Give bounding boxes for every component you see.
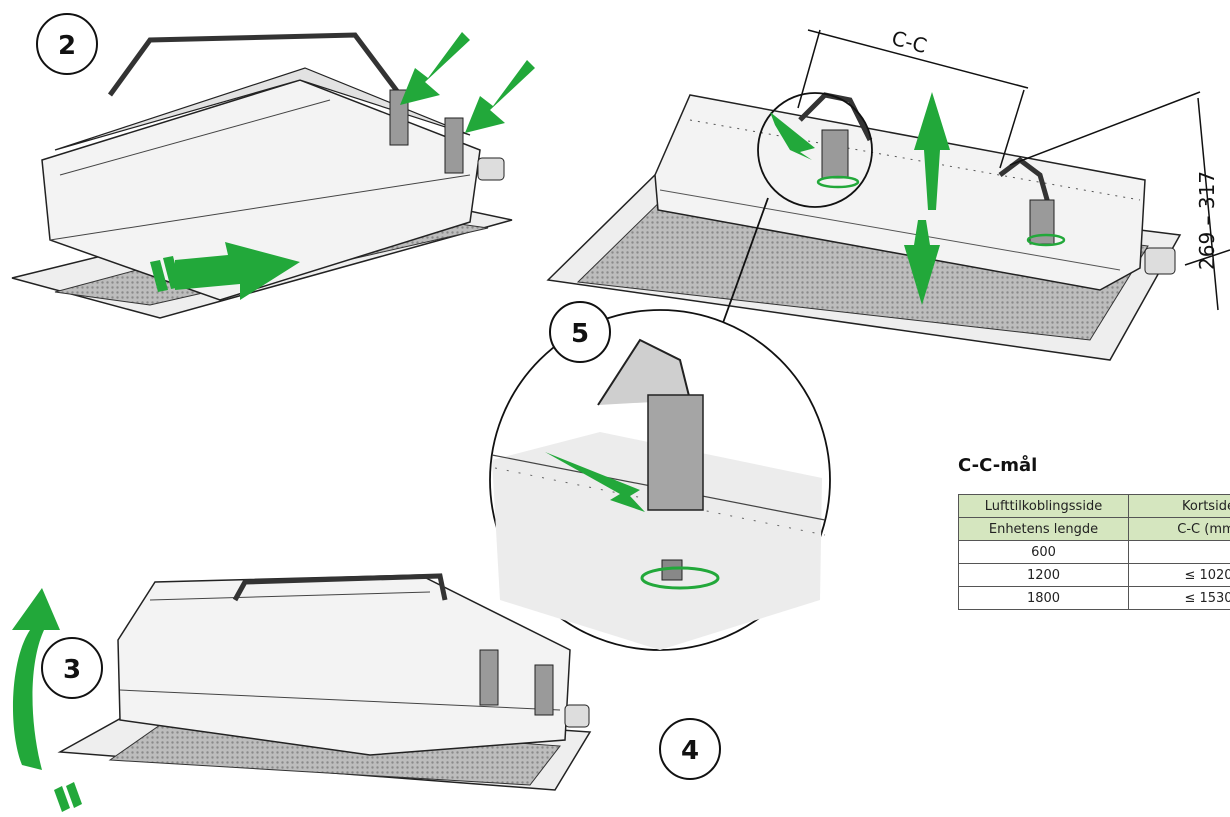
height-dimension-label: 269 – 317 (1195, 171, 1219, 270)
cc-section-title: C-C-mål (958, 455, 1038, 476)
table-row: 1800 ≤ 1530 (958, 586, 1230, 610)
arrow-icon (150, 32, 535, 300)
step-3-number: 3 (63, 655, 81, 685)
table-row: 600 (958, 540, 1230, 564)
zoom-connector (714, 197, 769, 346)
zoom-detail (489, 309, 831, 651)
step-4-marker: 4 (659, 718, 721, 780)
step-5-marker: 5 (549, 301, 611, 363)
rotate-arrow-icon (816, 175, 1066, 247)
unit-step-3 (57, 573, 592, 791)
arrow-icon (770, 92, 950, 305)
table-header-cell: C-C (mm) (1128, 517, 1230, 541)
table-cell: ≤ 1530 (1128, 586, 1230, 610)
dimension-height: 269 – 317 (1009, 91, 1230, 311)
step-4-number: 4 (681, 736, 699, 766)
table-header-cell: Kortside (1128, 494, 1230, 518)
rotate-arrow-icon (640, 566, 720, 590)
table-cell: ≤ 1020 (1128, 563, 1230, 587)
arrow-icon (545, 452, 645, 512)
curved-arrow-icon (12, 588, 82, 812)
table-header-cell: Lufttilkoblingsside (958, 494, 1129, 518)
step-5-number: 5 (571, 319, 589, 349)
step-2-marker: 2 (36, 13, 98, 75)
table-cell: 1200 (958, 563, 1129, 587)
cc-table: Lufttilkoblingsside Kortside Enhetens le… (958, 494, 1230, 610)
table-row: 1200 ≤ 1020 (958, 563, 1230, 587)
table-header-row: Enhetens lengde C-C (mm) (958, 517, 1230, 541)
table-cell: 1800 (958, 586, 1129, 610)
table-cell: 600 (958, 540, 1129, 564)
table-header-cell: Enhetens lengde (958, 517, 1129, 541)
step-3-marker: 3 (41, 637, 103, 699)
unit-step-5-main (546, 92, 1182, 361)
cc-table-container: Lufttilkoblingsside Kortside Enhetens le… (958, 494, 1230, 612)
step-2-number: 2 (58, 31, 76, 61)
table-header-row: Lufttilkoblingsside Kortside (958, 494, 1230, 518)
table-cell (1128, 540, 1230, 564)
